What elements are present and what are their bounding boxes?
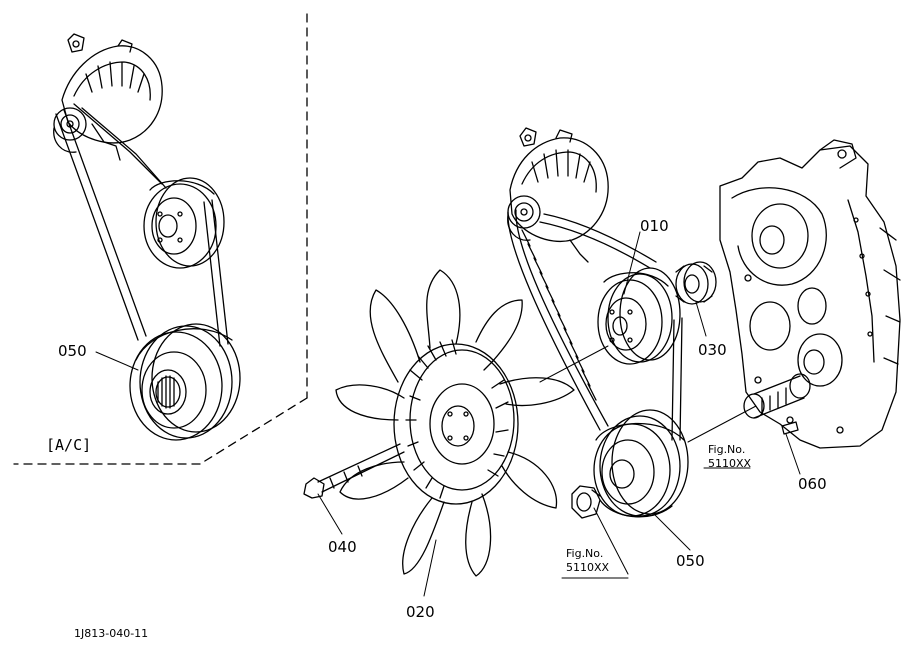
ac-belt-icon [55,103,229,347]
fan-pulley-icon [597,267,681,365]
crankshaft-nut-icon [571,485,601,519]
fan-bolt-icon [303,443,405,499]
ac-alternator-icon [53,33,163,161]
crankshaft-end-icon [743,373,811,419]
v-belt-icon [507,209,683,441]
fig-ref-2-line2: 5110XX [566,561,610,574]
drawing-id: 1J813-040-11 [74,627,149,640]
part-number-040: 040 [328,538,357,556]
fig-ref-2-line1: Fig.No. [566,547,604,560]
crankshaft-pulley-icon [593,409,689,518]
fan-drive-flange-icon [675,261,717,305]
engine-block-icon [719,139,901,449]
alternator-icon [507,127,609,263]
leader-lines [95,231,801,597]
part-number-050: 050 [676,552,705,570]
fan-icon [335,269,575,577]
ac-crank-pulley-icon [129,323,241,441]
key-icon [781,421,799,435]
ac-idler-pulley-icon [143,177,225,269]
part-number-050-ac: 050 [58,342,87,360]
part-number-010: 010 [640,217,669,235]
fig-ref-1-line1: Fig.No. [708,443,746,456]
part-number-020: 020 [406,603,435,621]
part-number-030: 030 [698,341,727,359]
ac-inset-frame [13,13,308,465]
fig-ref-1-line2: 5110XX [708,457,752,470]
ac-variant-label: [A/C] [46,436,92,454]
part-number-060: 060 [798,475,827,493]
